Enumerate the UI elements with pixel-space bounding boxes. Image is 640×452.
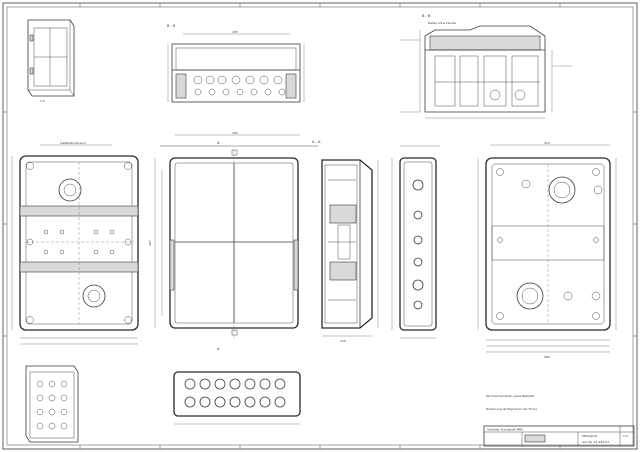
side-elevation-view (391, 145, 440, 339)
detail-view: B - B Detail ohne Deckel (400, 14, 572, 119)
section-a-bottom-marker: A (217, 347, 220, 351)
svg-text:Installationsraum: Installationsraum (60, 141, 86, 145)
top-width-dim: 245 (232, 30, 238, 34)
notes-block: Technische Daten siehe Beiblatt Zeichnun… (485, 394, 537, 411)
title-row-3: Art.-Nr. 27-334-57 (582, 440, 609, 444)
detail-label: Detail ohne Deckel (428, 21, 457, 25)
svg-text:1:5: 1:5 (40, 99, 45, 103)
back-width-dim: 285 (544, 355, 550, 359)
section-a-top-marker: A (217, 141, 220, 145)
section-aa-view: A - A 150 (312, 140, 379, 343)
title-row-1: Verteiler Kunststoff IP65 (487, 428, 523, 432)
front-width-dim: 300 (232, 131, 238, 135)
bottom-view (173, 371, 301, 425)
section-bb-label: B - B (167, 24, 176, 28)
title-block: Verteiler Kunststoff IP65 Mittelgroß Art… (483, 425, 635, 447)
section-aa-label: A - A (312, 140, 321, 144)
side-depth-dim: 150 (340, 339, 346, 343)
front-height-dim: 407 (148, 240, 152, 246)
title-scale: 1:2 (623, 434, 628, 438)
section-bb-view: B - B 245 (167, 24, 305, 103)
note-line-2: Zeichnung ist Eigentum der Firma (486, 407, 537, 411)
frame-ticks (3, 3, 637, 449)
isometric-view-open (25, 365, 79, 443)
isometric-view-closed: 1:5 (27, 19, 75, 103)
back-view-right: 310 285 (477, 141, 617, 359)
title-row-2: Mittelgroß (582, 434, 597, 438)
right-width-dim: 310 (544, 141, 550, 145)
note-line-1: Technische Daten siehe Beiblatt (485, 394, 535, 398)
front-view-closed: A 300 A 407 (148, 131, 318, 351)
svg-text:B - B: B - B (422, 14, 431, 18)
inside-view-left: Installationsraum (11, 141, 139, 345)
